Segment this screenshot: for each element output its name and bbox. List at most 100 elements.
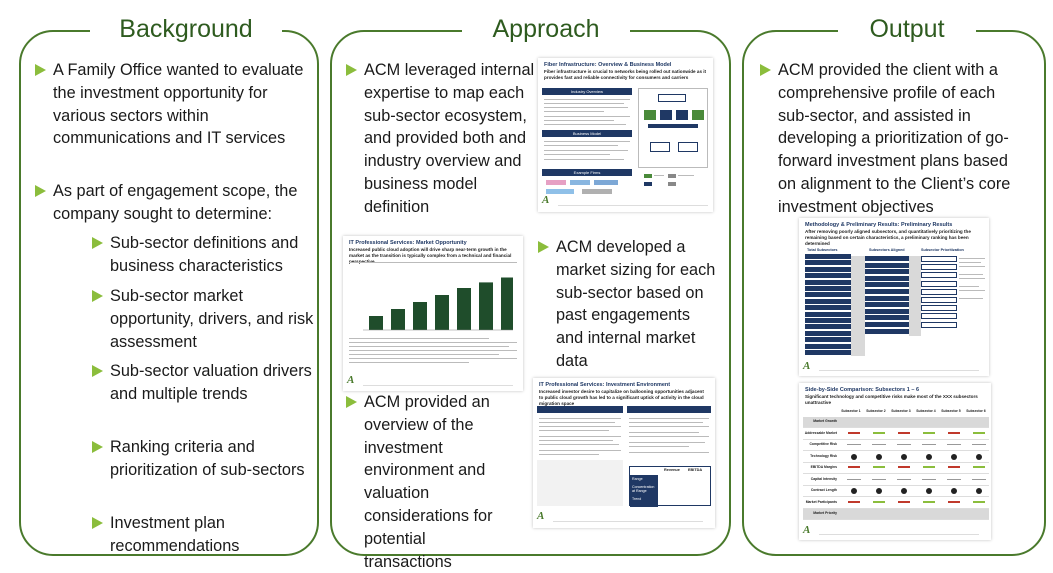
bullet-triangle-icon [35,64,46,76]
comparison-row-label: Competitive Risk [809,442,837,446]
valuation-table: Revenue EBITDA Range Concentration at Ra… [629,466,711,507]
comparison-cell [951,488,957,494]
comparison-row: Market Participants [803,498,989,509]
comparison-row-label: Market Priority [813,511,837,515]
subsector-box [921,264,957,271]
comparison-row-label: EBITDA Margins [810,465,837,469]
comparison-cell [926,488,932,494]
approach-bullet: ACM provided an overview of the investme… [346,391,511,573]
diagram-frame [638,88,708,168]
acm-logo: A [803,360,811,372]
thumbnail-title: IT Professional Services: Market Opportu… [349,240,467,246]
comparison-cell [973,500,985,503]
comparison-row: Contract Length [803,486,989,497]
industry-overview-header: Industry Overview [542,88,632,95]
thumbnail-subtitle: Significant technology and competitive r… [805,394,978,405]
column-header: Subsector Prioritization [921,248,964,252]
acm-logo: A [537,510,545,522]
methodology-slide-thumbnail: Methodology & Preliminary Results: Preli… [799,218,989,376]
subsector-box [805,343,851,349]
comparison-cell [898,431,910,434]
background-bullet: A Family Office wanted to evaluate the i… [35,59,310,150]
comparison-cell [947,444,961,446]
comparison-cell [948,466,960,468]
market-bar [435,295,449,330]
comparison-row-label: Contract Length [810,488,837,492]
subsector-box [921,297,957,303]
comparison-cell [948,500,960,503]
comparison-cell [901,488,907,494]
bullet-triangle-icon [92,517,103,529]
comparison-cell [876,453,882,460]
market-bar [391,309,405,330]
market-bar [501,277,513,330]
comparison-column-header: Subsector 6 [966,409,986,413]
subsector-box [865,295,909,301]
comparison-cell [873,500,885,503]
thumbnail-title: Side-by-Side Comparison: Subsectors 1 – … [805,387,920,393]
comparison-cell [973,431,985,434]
bullet-triangle-icon [92,237,103,249]
subsector-box [865,275,909,281]
comparison-row: Market Priority [803,509,989,520]
comparison-cell [898,500,910,503]
comparison-row: EBITDA Margins [803,463,989,474]
subsector-box [805,305,851,311]
comparison-column-header: Subsector 2 [866,409,886,413]
comparison-cell [848,500,860,503]
thumbnail-subtitle: Increased public cloud adoption will dri… [349,247,512,264]
comparison-cell [951,453,957,460]
thumbnail-subtitle: Increased investor desire to capitalize … [539,389,704,406]
bullet-triangle-icon [538,241,549,253]
market-bar [479,282,493,330]
it-invest-slide-thumbnail: IT Professional Services: Investment Env… [533,378,715,528]
subsector-box [921,272,957,279]
subsector-box [865,302,909,308]
background-heading: Background [90,14,282,44]
output-heading: Output [838,14,976,44]
comparison-row-label: Technology Risk [810,453,837,458]
subsector-box [805,350,851,355]
subsector-box [805,266,851,272]
comparison-cell [972,444,986,446]
comparison-row-label: Market Participants [805,499,837,504]
thumbnail-title: Fiber Infrastructure: Overview & Busines… [544,62,672,68]
table-row-label: Range [632,477,643,481]
subsector-box [865,256,909,261]
comparison-cell [897,478,911,480]
comparison-cell [851,488,857,494]
acm-logo: A [803,524,811,536]
comparison-cell [897,444,911,446]
comparison-slide-thumbnail: Side-by-Side Comparison: Subsectors 1 – … [799,383,991,540]
table-header: Revenue [664,468,680,472]
comparison-cell [922,478,936,480]
subsector-box [805,298,851,304]
comparison-cell [848,431,860,434]
subsector-box [865,308,909,314]
subsector-box [865,289,909,294]
comparison-cell [923,431,935,434]
fiber-slide-thumbnail: Fiber Infrastructure: Overview & Busines… [538,58,713,212]
comparison-cell [847,478,861,480]
bullet-triangle-icon [346,396,357,408]
comparison-column-header: Subsector 5 [941,409,961,413]
bullet-triangle-icon [92,441,103,453]
subsector-box [865,269,909,275]
subsector-box [805,318,851,323]
example-firms-header: Example Firms [542,169,632,176]
subsector-box [865,282,909,288]
bullet-triangle-icon [760,64,771,76]
comparison-row: Addressable Market [803,429,989,440]
it-market-slide-thumbnail: IT Professional Services: Market Opportu… [343,236,523,391]
column-header: Subsectors Aligned [869,248,905,252]
comparison-cell [976,453,982,460]
subsector-box [921,305,957,312]
comparison-row: Competitive Risk [803,440,989,451]
approach-bullet: ACM leveraged internal expertise to map … [346,59,536,219]
subsector-box [805,260,851,266]
background-sub-bullet: Sub-sector valuation drivers and multipl… [92,360,314,406]
bullet-triangle-icon [35,185,46,197]
subsector-box [805,330,851,336]
subsector-box [805,324,851,330]
comparison-row-label: Capital Intensity [810,476,837,481]
